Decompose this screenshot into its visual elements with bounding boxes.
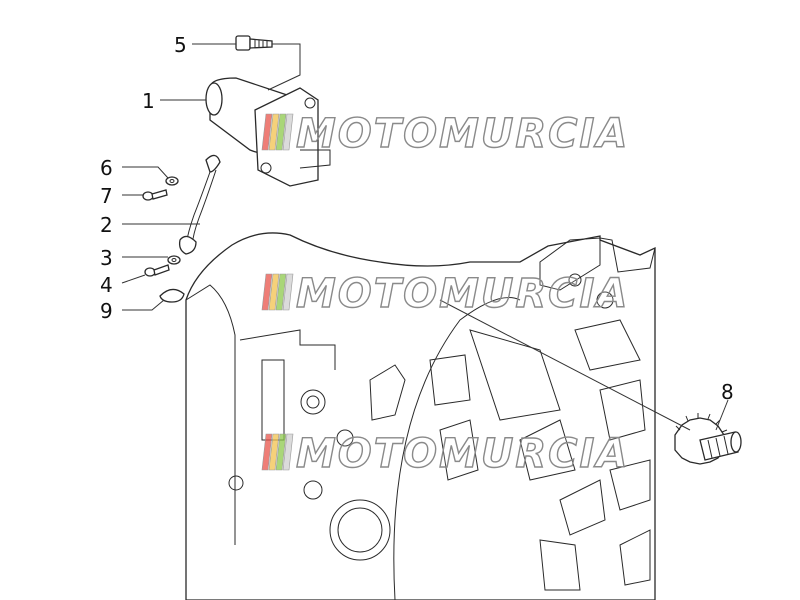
washer-6-drawing	[165, 176, 179, 186]
watermark-stripe	[275, 113, 287, 151]
callout-7: 7	[100, 184, 113, 208]
watermark-stripe	[282, 113, 294, 151]
watermark-stripes	[261, 433, 294, 471]
watermark-stripe	[282, 273, 294, 311]
watermark-stripes	[261, 113, 294, 151]
watermark-text: MOTOMURCIA	[296, 111, 629, 157]
screw-4-drawing	[144, 264, 170, 277]
watermark-stripe	[268, 113, 280, 151]
callout-2: 2	[100, 213, 113, 237]
screw-7-drawing	[142, 189, 168, 201]
watermark-stripe	[261, 113, 273, 151]
callout-3: 3	[100, 246, 113, 270]
callout-6: 6	[100, 156, 113, 180]
watermark-stripe	[261, 273, 273, 311]
callout-9: 9	[100, 299, 113, 323]
bolt-5-drawing	[235, 35, 273, 51]
watermark-stripe	[275, 273, 287, 311]
watermark-stripes	[261, 273, 294, 311]
watermark-stripe	[282, 433, 294, 471]
callout-1: 1	[142, 89, 155, 113]
watermark-3: MOTOMURCIA	[261, 430, 629, 478]
watermark-text: MOTOMURCIA	[296, 431, 629, 477]
leader-lines	[121, 43, 729, 431]
watermark-text: MOTOMURCIA	[296, 271, 629, 317]
crankcase-drawing	[185, 232, 656, 600]
watermark-stripe	[275, 433, 287, 471]
callout-labels: 5 1 6 7 2 3 4 9 8	[100, 33, 734, 404]
washer-3-drawing	[167, 255, 181, 265]
watermark-1: MOTOMURCIA	[261, 110, 629, 158]
ground-cable-drawing	[178, 154, 221, 255]
watermark-2: MOTOMURCIA	[261, 270, 629, 318]
callout-8: 8	[721, 380, 734, 404]
starter-gear-drawing	[674, 413, 742, 465]
watermark-stripe	[268, 273, 280, 311]
watermark-stripe	[268, 433, 280, 471]
watermark-stripe	[261, 433, 273, 471]
callout-5: 5	[174, 33, 187, 57]
callout-4: 4	[100, 273, 113, 297]
